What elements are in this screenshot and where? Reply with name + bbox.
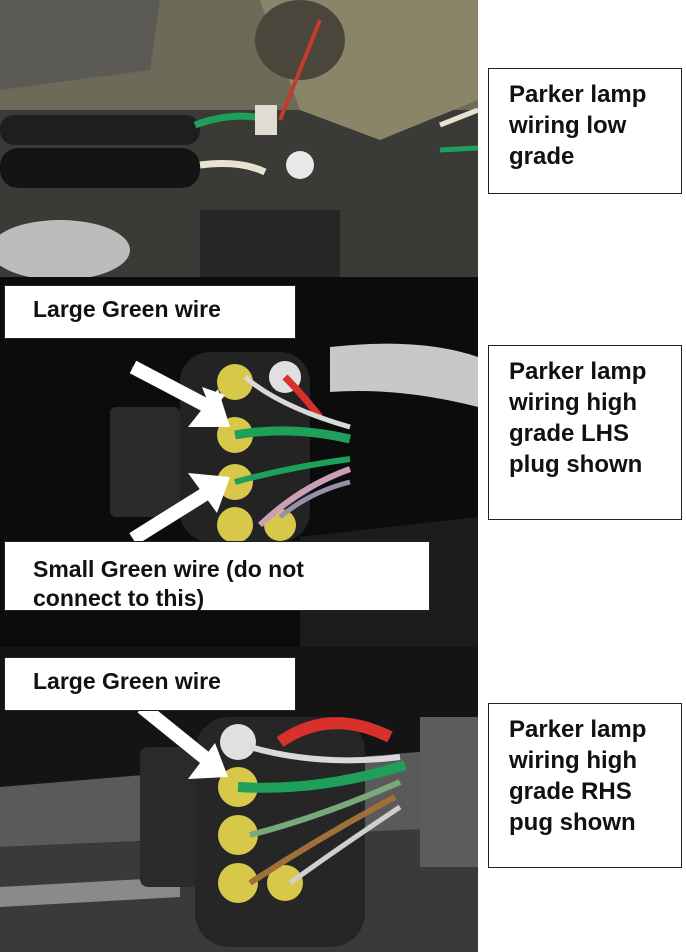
label-high-grade-rhs: Parker lamp wiring high grade RHS pug sh… xyxy=(488,703,682,868)
label-low-grade: Parker lamp wiring low grade xyxy=(488,68,682,194)
arrow-to-large-green-icon xyxy=(129,360,230,427)
callout-small-green-wire: Small Green wire (do not connect to this… xyxy=(4,541,430,611)
photo-low-grade-wiring xyxy=(0,0,478,277)
arrow-to-large-green-rhs-icon xyxy=(137,701,228,779)
arrow-to-small-green-icon xyxy=(129,473,230,545)
label-high-grade-lhs: Parker lamp wiring high grade LHS plug s… xyxy=(488,345,682,520)
callout-large-green-wire-rhs: Large Green wire xyxy=(4,657,296,711)
callout-large-green-wire-lhs: Large Green wire xyxy=(4,285,296,339)
photo-low-grade-image xyxy=(0,0,478,277)
